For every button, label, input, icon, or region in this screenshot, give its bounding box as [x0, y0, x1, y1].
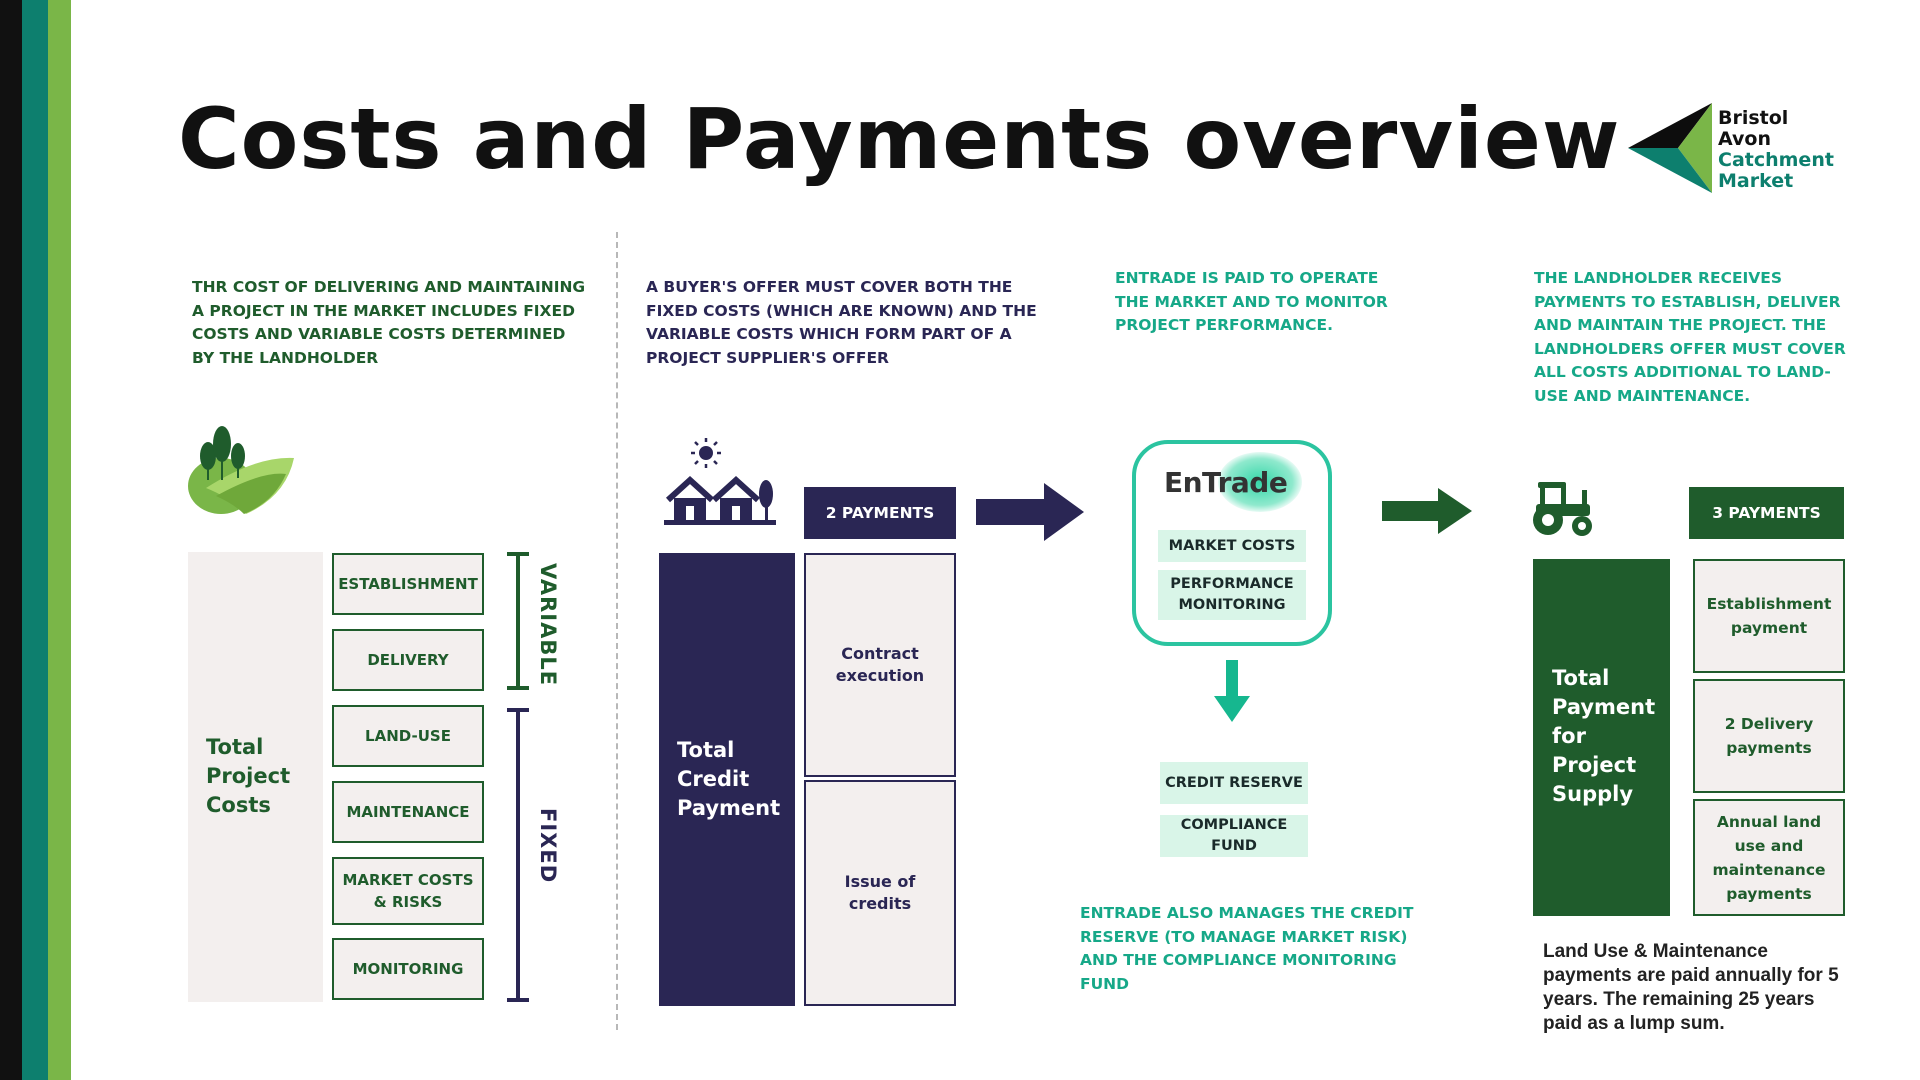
logo-text-bristol: Bristol: [1718, 107, 1789, 129]
side-stripe-lime: [48, 0, 71, 1080]
s3-desc-line: ENTRADE IS PAID TO OPERATE: [1115, 269, 1379, 287]
three-payments-header: 3 PAYMENTS: [1689, 487, 1844, 539]
entrade-logo-glow: [1218, 452, 1302, 512]
s3-desc-line: THE MARKET AND TO MONITOR: [1115, 292, 1388, 311]
land-use-maintenance-note: Land Use & Maintenance payments are paid…: [1543, 940, 1839, 1036]
payment-issue-of-credits: Issue of credits: [804, 780, 956, 1006]
total-credit-payment-panel: [659, 553, 795, 1006]
s2-desc-line: A BUYER'S OFFER MUST COVER BOTH THE: [646, 278, 1013, 296]
arrow-right-green-icon: [1382, 488, 1472, 534]
cost-item-delivery: DELIVERY: [332, 629, 484, 691]
s4-total-line: Payment: [1552, 695, 1656, 719]
page-title: Costs and Payments overview: [178, 90, 1621, 188]
s4-desc-line: THE LANDHOLDER RECEIVES: [1534, 269, 1783, 287]
total-project-costs-label: Total Project Costs: [206, 733, 290, 820]
payment-annual-land-use-maintenance: Annual land use and maintenance payments: [1693, 799, 1845, 916]
s3-foot-line: ENTRADE ALSO MANAGES THE CREDIT: [1080, 904, 1414, 922]
section-divider: [616, 232, 618, 1030]
section4-description: THE LANDHOLDER RECEIVES PAYMENTS TO ESTA…: [1534, 267, 1846, 408]
s2-total-line: Payment: [677, 796, 781, 820]
s4-desc-line: AND MAINTAIN THE PROJECT. THE: [1534, 316, 1827, 334]
entrade-item-market-costs: MARKET COSTS: [1158, 530, 1306, 562]
cost-item-establishment: ESTABLISHMENT: [332, 553, 484, 615]
section3-footer: ENTRADE ALSO MANAGES THE CREDIT RESERVE …: [1080, 902, 1413, 996]
s1-total-line: Project: [206, 764, 291, 788]
variable-label: VARIABLE: [536, 563, 560, 687]
s1-desc-line: BY THE LANDHOLDER: [192, 348, 379, 367]
total-project-costs-panel: [188, 552, 323, 1002]
fund-credit-reserve: CREDIT RESERVE: [1160, 762, 1308, 804]
total-credit-payment-label: Total Credit Payment: [677, 736, 780, 823]
logo-text-avon: Avon: [1718, 128, 1771, 150]
cost-item-land-use: LAND-USE: [332, 705, 484, 767]
s4-total-line: Supply: [1552, 782, 1634, 806]
s3-foot-line: FUND: [1080, 974, 1130, 993]
s4-note-line: payments are paid annually for 5: [1543, 965, 1839, 986]
s4-desc-line: ALL COSTS ADDITIONAL TO LAND-: [1534, 363, 1831, 381]
houses-sun-icon: [664, 436, 776, 533]
logo-text-market: Market: [1718, 170, 1794, 192]
s1-desc-line: COSTS AND VARIABLE COSTS DETERMINED: [192, 325, 566, 343]
bristol-avon-logo: [1628, 103, 1712, 198]
s1-total-line: Total: [206, 735, 264, 759]
s4-note-line: paid as a lump sum.: [1543, 1013, 1725, 1034]
fund-compliance-fund: COMPLIANCE FUND: [1160, 815, 1308, 857]
s2-total-line: Credit: [677, 767, 750, 791]
cost-item-maintenance: MAINTENANCE: [332, 781, 484, 843]
tractor-icon: [1530, 476, 1600, 543]
total-payment-project-supply-panel: [1533, 559, 1670, 916]
cost-item-monitoring: MONITORING: [332, 938, 484, 1000]
s4-note-line: Land Use & Maintenance: [1543, 941, 1768, 962]
s3-foot-line: AND THE COMPLIANCE MONITORING: [1080, 951, 1397, 969]
entrade-item-performance-monitoring: PERFORMANCE MONITORING: [1158, 570, 1306, 620]
s1-total-line: Costs: [206, 793, 271, 817]
entrade-logo-text: EnTrade: [1164, 466, 1288, 499]
payment-establishment: Establishment payment: [1693, 559, 1845, 673]
payment-contract-execution: Contract execution: [804, 553, 956, 777]
payment-delivery: 2 Delivery payments: [1693, 679, 1845, 793]
side-stripe-teal: [22, 0, 48, 1080]
s4-total-line: Project: [1552, 753, 1637, 777]
total-payment-project-supply-label: Total Payment for Project Supply: [1552, 664, 1655, 809]
landscape-trees-icon: [186, 416, 296, 521]
variable-fixed-brackets: [507, 552, 529, 1002]
two-payments-header: 2 PAYMENTS: [804, 487, 956, 539]
section2-description: A BUYER'S OFFER MUST COVER BOTH THE FIXE…: [646, 276, 1037, 370]
section3-description: ENTRADE IS PAID TO OPERATE THE MARKET AN…: [1115, 267, 1388, 338]
s2-desc-line: FIXED COSTS (WHICH ARE KNOWN) AND THE: [646, 301, 1037, 320]
s1-desc-line: A PROJECT IN THE MARKET INCLUDES FIXED: [192, 301, 575, 320]
s4-total-line: for: [1552, 724, 1586, 748]
s4-desc-line: USE AND MAINTENANCE.: [1534, 386, 1751, 405]
s2-desc-line: PROJECT SUPPLIER'S OFFER: [646, 348, 889, 367]
s3-desc-line: PROJECT PERFORMANCE.: [1115, 316, 1333, 334]
s4-note-line: years. The remaining 25 years: [1543, 989, 1815, 1010]
arrow-right-navy-icon: [976, 483, 1084, 541]
section1-description: THR COST OF DELIVERING AND MAINTAINING A…: [192, 276, 585, 370]
side-stripe-dark: [0, 0, 22, 1080]
s4-desc-line: PAYMENTS TO ESTABLISH, DELIVER: [1534, 292, 1841, 311]
s4-desc-line: LANDHOLDERS OFFER MUST COVER: [1534, 339, 1846, 358]
s3-foot-line: RESERVE (TO MANAGE MARKET RISK): [1080, 927, 1408, 946]
s4-total-line: Total: [1552, 666, 1610, 690]
fixed-label: FIXED: [536, 808, 560, 884]
cost-item-market-costs-risks: MARKET COSTS & RISKS: [332, 857, 484, 925]
arrow-down-teal-icon: [1214, 660, 1250, 722]
s2-desc-line: VARIABLE COSTS WHICH FORM PART OF A: [646, 325, 1012, 343]
bacm-logo-icon: [1628, 103, 1712, 193]
s2-total-line: Total: [677, 738, 735, 762]
logo-text-catchment: Catchment: [1718, 149, 1834, 171]
s1-desc-line: THR COST OF DELIVERING AND MAINTAINING: [192, 278, 586, 296]
